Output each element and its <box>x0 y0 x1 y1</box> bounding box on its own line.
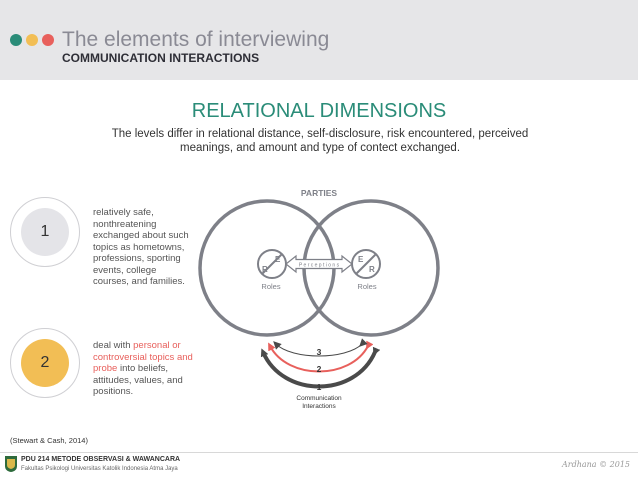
university-logo-icon <box>5 456 17 472</box>
level-2-text-after: into beliefs, attitudes, values, and pos… <box>93 363 183 397</box>
citation: (Stewart & Cash, 2014) <box>10 436 88 445</box>
level-1-description: relatively safe, nonthreatening exchange… <box>93 207 189 287</box>
teal-dot-icon <box>10 34 22 46</box>
interaction-arc-1 <box>260 346 381 389</box>
author-credit: Ardhana © 2015 <box>561 460 630 469</box>
faculty-name: Fakultas Psikologi Universitas Katolik I… <box>21 466 178 472</box>
slide-title: The elements of interviewing <box>62 28 330 51</box>
level-1-badge: 1 <box>10 197 80 267</box>
level-2-number: 2 <box>21 339 69 387</box>
slide-subtitle: COMMUNICATION INTERACTIONS <box>62 51 260 65</box>
level-2-text-before: deal with <box>93 340 134 351</box>
perceptions-label: P e r c e p t i o n s <box>299 263 340 269</box>
level-1-number: 1 <box>21 208 69 256</box>
parties-label: PARTIES <box>301 188 338 198</box>
interactions-label: Interactions <box>302 403 336 410</box>
section-title: RELATIONAL DIMENSIONS <box>191 100 447 122</box>
yellow-dot-icon <box>26 34 38 46</box>
footer-divider <box>0 452 638 453</box>
level-2-highlight: personal or controversial topics and pro… <box>93 340 193 374</box>
level-2-badge: 2 <box>10 328 80 398</box>
communication-label: Communication <box>296 395 342 402</box>
role-left-e: E <box>275 255 281 264</box>
perceptions-arrow: P e r c e p t i o n s <box>285 254 353 274</box>
roles-label-right: Roles <box>357 282 376 291</box>
section-description: The levels differ in relational distance… <box>111 128 529 154</box>
interaction-arc-3 <box>273 338 368 357</box>
level-1-label: 1 <box>317 382 322 392</box>
level-2-label: 2 <box>317 364 322 374</box>
role-right-r: R <box>369 265 375 274</box>
interaction-arc-2 <box>268 340 374 373</box>
course-name: PDU 214 METODE OBSERVASI & WAWANCARA <box>21 456 181 463</box>
level-2-description: deal with personal or controversial topi… <box>93 340 193 398</box>
role-right-e: E <box>358 255 364 264</box>
roles-label-left: Roles <box>261 282 280 291</box>
role-icon-left: E R <box>257 249 287 279</box>
coral-dot-icon <box>42 34 54 46</box>
role-left-r: R <box>262 265 268 274</box>
header-bar: The elements of interviewing COMMUNICATI… <box>0 0 638 80</box>
role-icon-right: E R <box>351 249 381 279</box>
level-3-label: 3 <box>317 347 322 357</box>
